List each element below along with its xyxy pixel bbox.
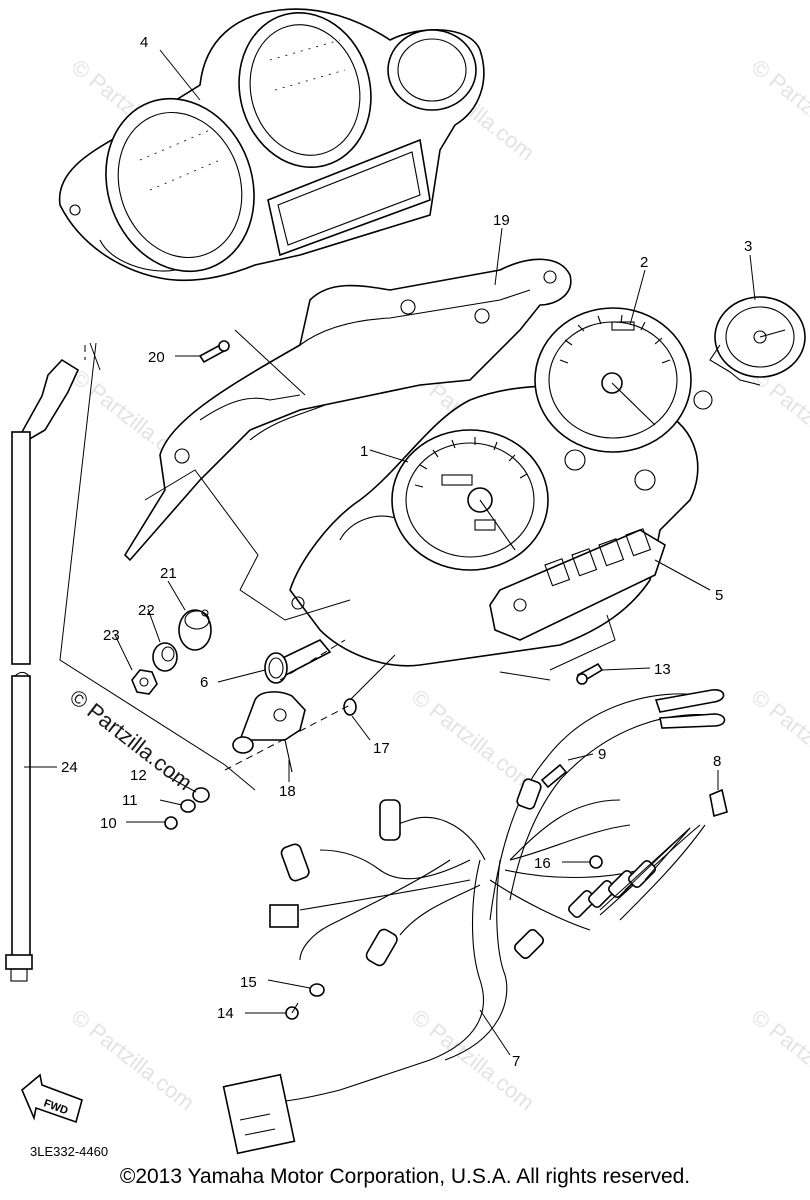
part-7-wire-harness [222, 689, 728, 1155]
callout-21: 21 [160, 565, 177, 582]
copyright-footer: ©2013 Yamaha Motor Corporation, U.S.A. A… [119, 1165, 691, 1188]
callout-2: 2 [640, 254, 648, 271]
watermark-text: © Partzilla.com [407, 684, 539, 795]
part-11-washer [180, 799, 196, 813]
callout-22: 22 [138, 602, 155, 619]
callout-4: 4 [140, 34, 148, 51]
part-22-collar [152, 642, 178, 672]
part-15-washer [309, 983, 325, 997]
callout-9: 9 [598, 746, 606, 763]
callout-19: 19 [493, 212, 510, 229]
callout-8: 8 [713, 753, 721, 770]
part-1-speedometer [391, 429, 549, 571]
part-2-tachometer [534, 307, 713, 453]
callout-24: 24 [61, 759, 78, 776]
callout-3: 3 [744, 238, 752, 255]
part-3-indicator [709, 296, 806, 386]
part-23-nut [131, 669, 158, 695]
watermark-text: © Partzilla.com [747, 54, 810, 165]
part-18-gear-unit [232, 691, 306, 773]
part-6-gear [264, 639, 332, 684]
callout-17: 17 [373, 740, 390, 757]
part-12-washer [192, 787, 210, 803]
callout-18: 18 [279, 783, 296, 800]
callout-1: 1 [360, 443, 368, 460]
callout-16: 16 [534, 855, 551, 872]
callout-5: 5 [715, 587, 723, 604]
assembly-lines [59, 329, 691, 911]
part-20-screw [198, 340, 230, 364]
watermark-text: © Partzilla.com [747, 364, 810, 475]
callout-11: 11 [122, 792, 138, 809]
watermark-text: © Partzilla.com [67, 1004, 199, 1115]
callout-14: 14 [217, 1005, 234, 1022]
part-14-screw [285, 1002, 299, 1020]
callout-12: 12 [130, 767, 147, 784]
diagram-code: 3LE332-4460 [30, 1144, 109, 1159]
part-16-screw [589, 855, 603, 869]
callout-6: 6 [200, 674, 208, 691]
watermark-text: © Partzilla.com [747, 684, 810, 795]
part-4-meter-cover [58, 8, 485, 282]
part-21-grommet [178, 609, 212, 651]
callout-20: 20 [148, 349, 165, 366]
part-17-bolt [343, 698, 357, 716]
callout-7: 7 [512, 1053, 520, 1070]
callout-15: 15 [240, 974, 257, 991]
fwd-arrow: FWD [21, 1073, 83, 1124]
callout-10: 10 [100, 815, 117, 832]
callout-leaders [24, 49, 756, 1056]
watermark-text: © Partzilla.com [747, 1004, 810, 1115]
part-24-cable [5, 358, 80, 982]
part-10-screw [164, 816, 178, 830]
callout-numbers: 1 2 3 4 5 6 7 8 9 10 11 12 13 14 15 16 1… [61, 34, 752, 1070]
callout-23: 23 [103, 627, 120, 644]
part-13-screw [576, 662, 604, 685]
part-19-bracket [123, 258, 572, 562]
callout-13: 13 [654, 661, 671, 678]
